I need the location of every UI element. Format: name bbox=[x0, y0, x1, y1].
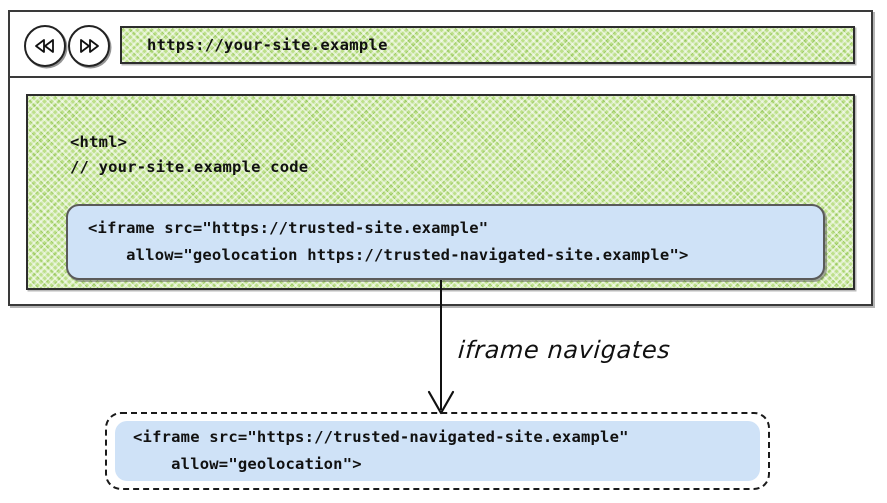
code-line-comment: // your-site.example code bbox=[70, 158, 309, 176]
navigated-iframe-element: <iframe src="https://trusted-navigated-s… bbox=[115, 421, 760, 481]
navigation-buttons bbox=[24, 25, 110, 67]
iframe-allow-line: allow="geolocation https://trusted-navig… bbox=[88, 246, 689, 264]
iframe-src-line: <iframe src="https://trusted-site.exampl… bbox=[88, 219, 489, 237]
annotation-label: iframe navigates bbox=[457, 336, 672, 364]
rewind-back-icon bbox=[34, 38, 56, 54]
page-source-code: <html> // your-site.example code bbox=[70, 130, 308, 180]
navigated-iframe-outline: <iframe src="https://trusted-navigated-s… bbox=[105, 412, 770, 490]
browser-toolbar: https://your-site.example bbox=[10, 12, 871, 78]
browser-window: https://your-site.example <html> // your… bbox=[8, 10, 873, 306]
url-text[interactable]: https://your-site.example bbox=[147, 36, 388, 54]
code-line-html: <html> bbox=[70, 133, 128, 151]
url-bar[interactable]: https://your-site.example bbox=[120, 26, 855, 64]
page-viewport: <html> // your-site.example code <iframe… bbox=[26, 94, 855, 290]
back-button[interactable] bbox=[24, 25, 66, 67]
fast-forward-icon bbox=[78, 38, 100, 54]
forward-button[interactable] bbox=[68, 25, 110, 67]
navigated-iframe-allow-line: allow="geolocation"> bbox=[133, 455, 362, 473]
navigated-iframe-src-line: <iframe src="https://trusted-navigated-s… bbox=[133, 428, 629, 446]
embedded-iframe-element: <iframe src="https://trusted-site.exampl… bbox=[66, 204, 825, 280]
